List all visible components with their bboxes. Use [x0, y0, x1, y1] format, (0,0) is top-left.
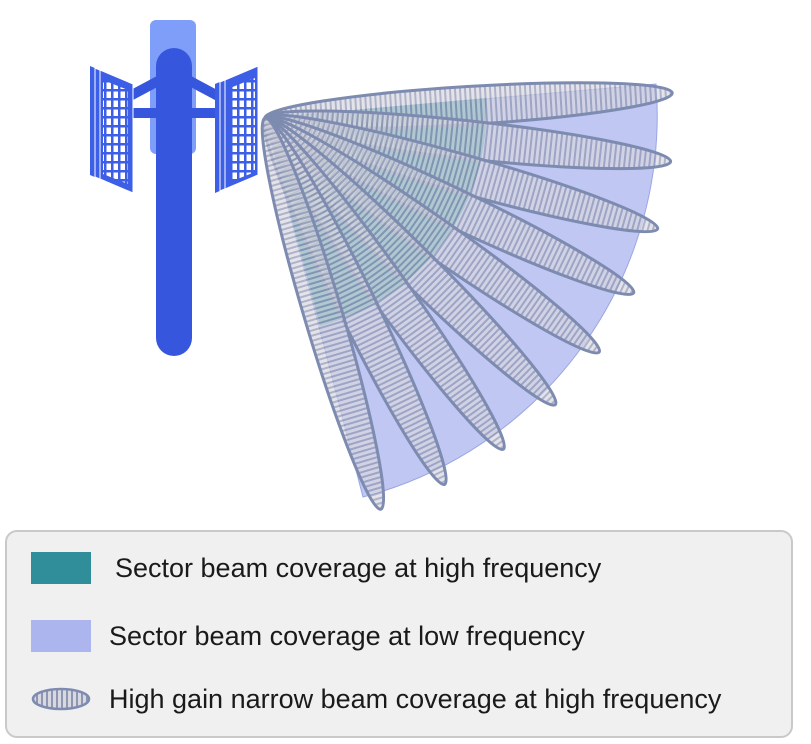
legend: Sector beam coverage at high frequency S…: [5, 530, 793, 738]
striped-ellipse-icon: [31, 687, 91, 711]
legend-item-narrow-beam: High gain narrow beam coverage at high f…: [7, 679, 791, 719]
antenna-panel-left-icon: [90, 66, 134, 194]
legend-item-low-frequency-sector: Sector beam coverage at low frequency: [7, 616, 791, 656]
coverage-diagram: [90, 20, 674, 511]
light-blue-swatch-icon: [31, 620, 91, 652]
legend-label-high-frequency-sector: Sector beam coverage at high frequency: [115, 553, 602, 583]
antenna-panel-right-icon: [215, 65, 259, 193]
legend-label-narrow-beam: High gain narrow beam coverage at high f…: [109, 684, 722, 714]
legend-label-low-frequency-sector: Sector beam coverage at low frequency: [109, 621, 585, 651]
narrow-beam-9: [260, 116, 386, 511]
teal-swatch-icon: [31, 552, 91, 584]
legend-item-high-frequency-sector: Sector beam coverage at high frequency: [7, 548, 791, 588]
narrow-beams: [260, 81, 674, 511]
cell-tower-icon: [125, 20, 223, 356]
